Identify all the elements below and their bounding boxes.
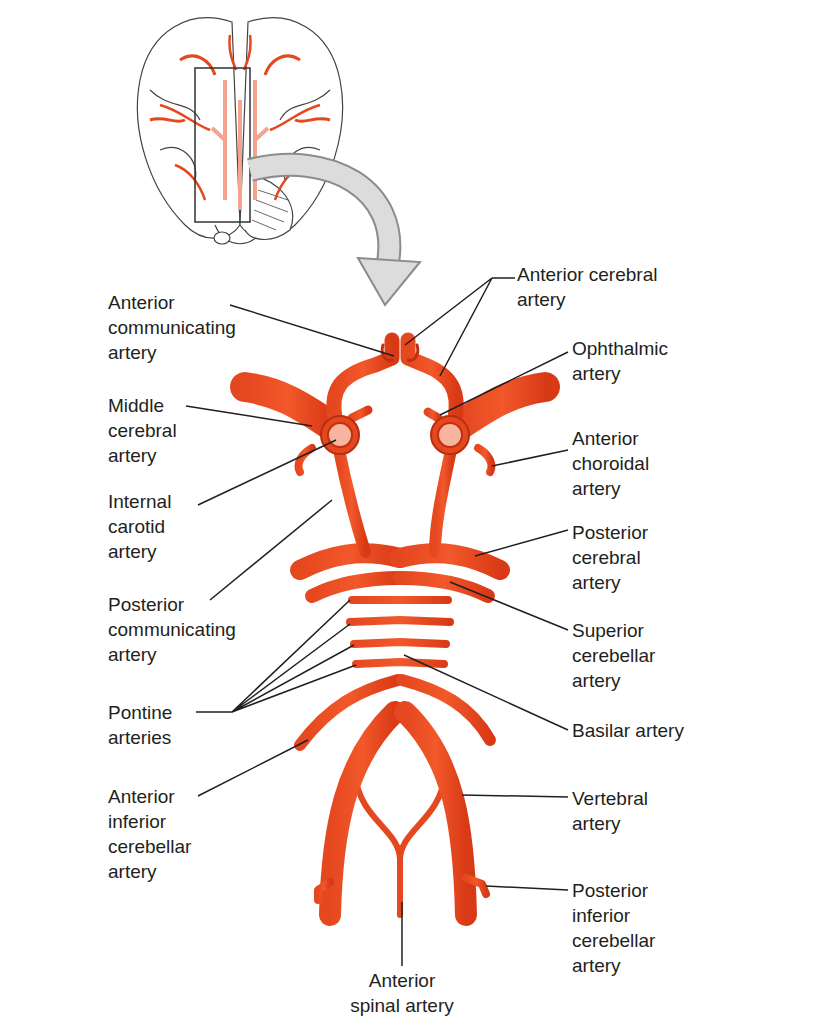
artery-label: Anterior communicating artery <box>108 290 268 365</box>
carotid-section <box>321 416 469 454</box>
artery-label: Posterior inferior cerebellar artery <box>572 878 672 978</box>
artery-label: Pontine arteries <box>108 700 193 750</box>
brain-thumbnail <box>137 18 342 244</box>
zoom-arrow <box>250 165 420 305</box>
artery-label: Middle cerebral artery <box>108 393 198 468</box>
artery-label: Anterior choroidal artery <box>572 426 672 501</box>
artery-label: Posterior communicating artery <box>108 592 268 667</box>
artery-label: Ophthalmic artery <box>572 336 682 386</box>
artery-label: Superior cerebellar artery <box>572 618 682 693</box>
arterial-circle <box>245 340 545 915</box>
artery-label: Anterior cerebral artery <box>517 262 697 312</box>
artery-label: Anterior inferior cerebellar artery <box>108 784 208 884</box>
artery-label: Vertebral artery <box>572 786 672 836</box>
leader-lines <box>186 278 568 966</box>
artery-label: Basilar artery <box>572 718 772 743</box>
artery-label: Posterior cerebral artery <box>572 520 672 595</box>
artery-label: Anterior spinal artery <box>342 968 462 1018</box>
artery-label: Internal carotid artery <box>108 489 198 564</box>
